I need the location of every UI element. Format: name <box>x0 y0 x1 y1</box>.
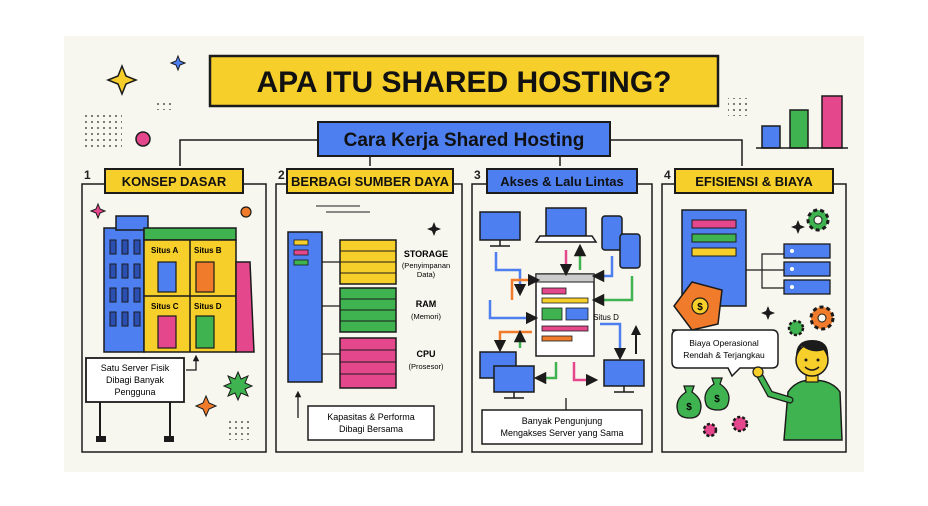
sign-text: Dibagi Banyak <box>106 375 165 385</box>
subtitle: Cara Kerja Shared Hosting <box>344 130 585 151</box>
cpu-stack-icon <box>339 337 397 389</box>
sign-text: Satu Server Fisik <box>101 363 170 373</box>
site-label: Situs A <box>151 246 178 255</box>
panel-title-berbagi-sumber-daya: BERBAGI SUMBER DAYA <box>286 168 454 194</box>
ram-label: RAM <box>416 299 437 309</box>
arrow-icon <box>488 300 539 325</box>
subtitle-banner <box>317 121 611 157</box>
panel-number: 2 <box>278 168 285 182</box>
storage-sub: Data) <box>417 270 436 279</box>
speech-bubble <box>671 329 779 378</box>
sparkle-icon <box>761 306 775 320</box>
caption-text: Dibagi Bersama <box>339 424 403 434</box>
dot-pattern <box>226 420 250 440</box>
panel-title-akses-lalu-lintas: Akses & Lalu Lintas <box>486 168 638 194</box>
arrow-icon <box>533 362 558 385</box>
arrow-icon <box>572 362 599 387</box>
server-rack-icon <box>287 231 323 383</box>
sign-board <box>85 357 185 442</box>
ram-sub: (Memori) <box>411 312 441 321</box>
sparkle-icon <box>169 54 187 72</box>
panel-title-efisiensi-biaya: EFISIENSI & BIAYA <box>674 168 834 194</box>
svg-text:$: $ <box>697 302 703 313</box>
site-d-label: Situs D <box>593 313 619 322</box>
site-label: Situs D <box>194 302 222 311</box>
dot-pattern <box>82 114 122 148</box>
connector-line <box>610 139 743 166</box>
price-tag-icon: $ <box>673 281 723 331</box>
connector-line <box>746 253 784 271</box>
bubble-text: Rendah & Terjangkau <box>683 350 765 360</box>
page-title: APA ITU SHARED HOSTING? <box>256 66 671 99</box>
sign-text: Pengguna <box>114 387 155 397</box>
gear-icon <box>806 208 830 232</box>
caption-text: Mengakses Server yang Sama <box>500 428 623 438</box>
panel-number: 3 <box>474 168 481 182</box>
arrow-icon <box>600 322 627 361</box>
storage-stack-icon <box>339 239 397 285</box>
laptop-icon <box>534 207 598 243</box>
sparkle-icon <box>427 222 441 236</box>
cpu-label: CPU <box>416 349 435 359</box>
monitor-icon <box>479 351 535 399</box>
mini-server-icon <box>783 243 831 295</box>
sparkle-icon <box>89 202 107 220</box>
bubble-text: Biaya Operasional <box>689 338 759 348</box>
svg-text:$: $ <box>686 402 692 413</box>
gear-icon <box>809 305 835 331</box>
caption-text: Banyak Pengunjung <box>522 416 603 426</box>
gear-icon <box>787 319 805 337</box>
dot-pattern <box>154 100 172 110</box>
panel-number: 4 <box>664 168 671 182</box>
sparkle-icon <box>105 63 139 97</box>
arrow-icon <box>510 273 541 300</box>
sparkle-icon <box>791 220 805 234</box>
sparkle-icon <box>194 394 218 418</box>
storage-label: STORAGE <box>404 249 448 259</box>
connector-line <box>179 139 318 166</box>
bar-chart-icon <box>756 95 848 149</box>
arrow-icon <box>591 276 634 307</box>
sparkle-icon <box>222 370 254 402</box>
site-label: Situs C <box>151 302 179 311</box>
svg-text:$: $ <box>714 394 720 405</box>
caption-text: Kapasitas & Performa <box>327 412 415 422</box>
title-banner <box>208 54 720 108</box>
caption-box <box>481 409 643 445</box>
monitor-icon <box>479 211 521 247</box>
gear-icon <box>702 422 718 438</box>
dollar-bag-icon: $ <box>676 385 702 419</box>
person-illustration <box>752 340 843 441</box>
ram-stack-icon <box>339 287 397 333</box>
panel-title-konsep-dasar: KONSEP DASAR <box>104 168 244 194</box>
site-label: Situs B <box>194 246 222 255</box>
caption-box <box>307 405 435 441</box>
dollar-bag-icon: $ <box>704 377 730 411</box>
gear-icon <box>731 415 749 433</box>
circle-decoration <box>240 206 252 218</box>
phone-icon <box>601 215 641 269</box>
building-illustration <box>103 215 255 353</box>
arrow-icon <box>186 354 200 371</box>
arrow-icon <box>591 256 614 283</box>
dot-pattern <box>728 98 750 116</box>
circle-decoration <box>135 131 151 147</box>
connector-line <box>761 270 784 289</box>
storage-sub: (Penyimpanan <box>402 261 450 270</box>
panel-number: 1 <box>84 168 91 182</box>
website-server-icon <box>535 273 595 357</box>
cpu-sub: (Prosesor) <box>408 362 444 371</box>
